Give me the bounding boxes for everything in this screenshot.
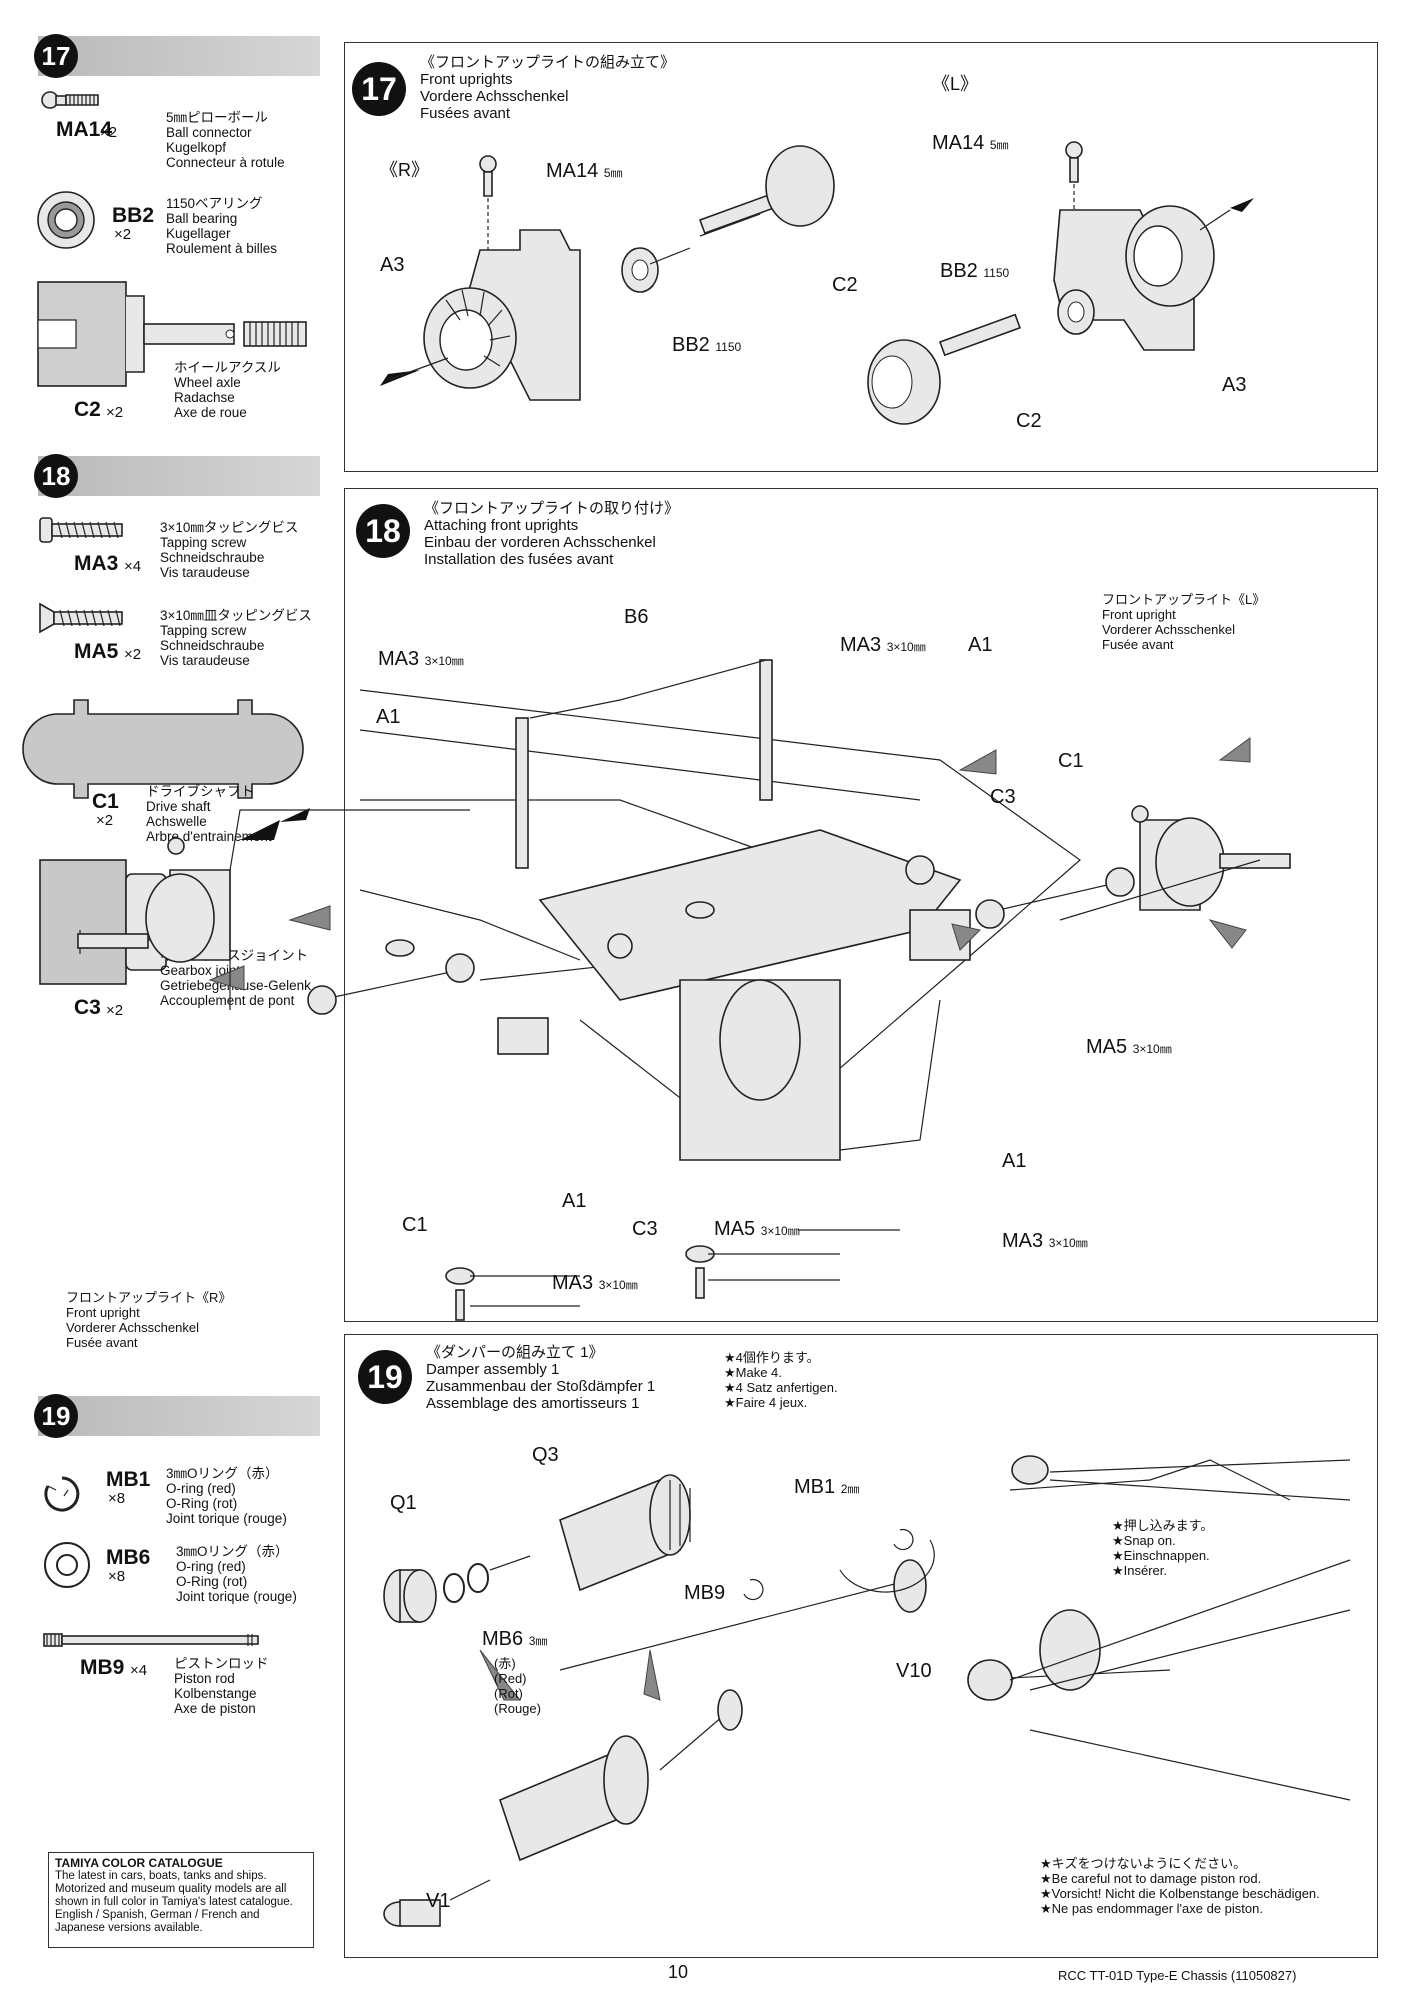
part-code-c3: C3 xyxy=(74,996,101,1019)
part-desc-ma3: 3×10㎜タッピングビス Tapping screw Schneidschrau… xyxy=(160,520,299,580)
label-a1-bottom: A1 xyxy=(562,1190,587,1212)
color-catalogue-box: TAMIYA COLOR CATALOGUE The latest in car… xyxy=(48,1852,314,1948)
model-name-footer: RCC TT-01D Type-E Chassis (11050827) xyxy=(1058,1968,1297,1983)
mb6-color-note: (赤) (Red) (Rot) (Rouge) xyxy=(494,1656,541,1716)
part-qty-c2: ×2 xyxy=(106,404,124,421)
step17-left-upright-diagram xyxy=(867,141,1254,425)
ball-bearing-icon xyxy=(37,191,95,249)
label-c2-r: C2 xyxy=(832,274,858,296)
part-qty-ma3: ×4 xyxy=(124,558,142,575)
label-ma3-top-center: MA3 3×10㎜ xyxy=(840,634,926,656)
label-a1-top-left: A1 xyxy=(376,706,401,728)
label-ma3-top-left: MA3 3×10㎜ xyxy=(378,648,464,670)
label-a1-top-right: A1 xyxy=(968,634,993,656)
step17-title: 《フロントアップライトの組み立て》 Front uprights Vordere… xyxy=(420,54,676,122)
tapping-screw-icon xyxy=(39,517,123,543)
step18-badge: 18 xyxy=(34,454,78,498)
part-desc-bb2: 1150ベアリング Ball bearing Kugellager Roulem… xyxy=(166,196,278,256)
part-code-mb6: MB6 xyxy=(106,1546,151,1569)
e-ring-icon xyxy=(44,1476,80,1512)
part-desc-mb6: 3㎜Oリング（赤） O-ring (red) O-Ring (rot) Join… xyxy=(176,1544,297,1604)
part-qty-bb2: ×2 xyxy=(114,226,132,243)
step19-badge: 19 xyxy=(34,1394,78,1438)
step17-right-upright-diagram xyxy=(380,145,835,401)
label-mb6: MB6 3㎜ xyxy=(482,1628,548,1650)
part-qty-c3: ×2 xyxy=(106,1002,124,1019)
step19-panel-badge: 19 xyxy=(358,1350,412,1404)
step17-badge: 17 xyxy=(34,34,78,78)
label-ma14-l: MA14 5㎜ xyxy=(932,132,1009,154)
label-a1-bottom-right: A1 xyxy=(1002,1150,1027,1172)
step17-panel-badge: 17 xyxy=(352,62,406,116)
part-code-mb9: MB9 xyxy=(80,1656,125,1679)
step19-damper-diagram xyxy=(383,1455,1351,1927)
page-number: 10 xyxy=(668,1962,689,1982)
label-bb2-l: BB2 1150 xyxy=(940,260,1010,282)
part-code-c2: C2 xyxy=(74,398,101,421)
part-code-ma14: MA14 xyxy=(56,118,113,141)
step18-parts-header xyxy=(38,456,320,496)
snap-on-note: ★押し込みます。 ★Snap on. ★Einschnappen. ★Insér… xyxy=(1112,1518,1214,1578)
part-qty-ma5: ×2 xyxy=(124,646,142,663)
label-ma5-right: MA5 3×10㎜ xyxy=(1086,1036,1172,1058)
piston-rod-icon xyxy=(43,1633,259,1647)
step19-title: 《ダンパーの組み立て 1》 Damper assembly 1 Zusammen… xyxy=(426,1344,656,1412)
step19-parts-header xyxy=(38,1396,320,1436)
part-code-mb1: MB1 xyxy=(106,1468,151,1491)
label-bb2-r: BB2 1150 xyxy=(672,334,742,356)
side-label-right: 《R》 xyxy=(380,160,429,180)
part-qty-c1: ×2 xyxy=(96,812,114,829)
part-qty-mb9: ×4 xyxy=(130,1662,148,1679)
label-a3-l: A3 xyxy=(1222,374,1247,396)
label-v1: V1 xyxy=(426,1890,451,1912)
label-ma5-bottom: MA5 3×10㎜ xyxy=(714,1218,800,1240)
label-ma3-bottom: MA3 3×10㎜ xyxy=(552,1272,638,1294)
part-code-bb2: BB2 xyxy=(112,204,155,227)
label-b6: B6 xyxy=(624,606,649,628)
o-ring-icon xyxy=(44,1542,90,1588)
label-c2-l: C2 xyxy=(1016,410,1042,432)
side-label-left: 《L》 xyxy=(932,74,979,94)
label-mb1: MB1 2㎜ xyxy=(794,1476,860,1498)
upright-l-caption: フロントアップライト《L》 Front upright Vorderer Ach… xyxy=(1102,592,1266,652)
upright-r-caption: フロントアップライト《R》 Front upright Vorderer Ach… xyxy=(66,1290,232,1350)
step18-panel-badge: 18 xyxy=(356,504,410,558)
label-v10: V10 xyxy=(896,1660,932,1682)
label-q1: Q1 xyxy=(390,1492,417,1514)
label-c3-bottom: C3 xyxy=(632,1218,658,1240)
part-qty-mb6: ×8 xyxy=(108,1568,126,1585)
part-desc-ma5: 3×10㎜皿タッピングビス Tapping screw Schneidschra… xyxy=(160,608,312,668)
part-code-ma5: MA5 xyxy=(74,640,119,663)
label-mb9: MB9 xyxy=(684,1582,726,1604)
label-c3-right: C3 xyxy=(990,786,1016,808)
part-code-ma3: MA3 xyxy=(74,552,119,575)
part-qty-ma14: ×2 xyxy=(100,124,118,141)
catalogue-title: TAMIYA COLOR CATALOGUE xyxy=(55,1856,223,1870)
part-code-c1: C1 xyxy=(92,790,119,813)
catalogue-body: The latest in cars, boats, tanks and shi… xyxy=(55,1870,293,1934)
label-c1-right: C1 xyxy=(1058,750,1084,772)
part-qty-mb1: ×8 xyxy=(108,1490,126,1507)
part-desc-c2: ホイールアクスル Wheel axle Radachse Axe de roue xyxy=(174,360,281,420)
careful-note: ★キズをつけないようにください。 ★Be careful not to dama… xyxy=(1040,1856,1320,1916)
wheel-axle-icon xyxy=(37,281,307,387)
label-q3: Q3 xyxy=(532,1444,559,1466)
label-c1-bottom: C1 xyxy=(402,1214,428,1236)
part-desc-mb1: 3㎜Oリング（赤） O-ring (red) O-Ring (rot) Join… xyxy=(166,1466,287,1526)
label-ma3-bottom-right: MA3 3×10㎜ xyxy=(1002,1230,1088,1252)
step18-chassis-diagram xyxy=(77,659,1291,1321)
label-ma14-r: MA14 5㎜ xyxy=(546,160,623,182)
part-desc-ma14: 5㎜ピローボール Ball connector Kugelkopf Connec… xyxy=(166,110,285,170)
step17-parts-header xyxy=(38,36,320,76)
part-desc-mb9: ピストンロッド Piston rod Kolbenstange Axe de p… xyxy=(174,1656,269,1716)
make-four-note: ★4個作ります。 ★Make 4. ★4 Satz anfertigen. ★F… xyxy=(724,1350,838,1410)
label-a3-r: A3 xyxy=(380,254,405,276)
ball-connector-icon xyxy=(41,91,99,109)
step18-title: 《フロントアップライトの取り付け》 Attaching front uprigh… xyxy=(424,500,680,568)
drive-shaft-icon xyxy=(22,699,304,799)
countersunk-screw-icon xyxy=(39,602,123,634)
